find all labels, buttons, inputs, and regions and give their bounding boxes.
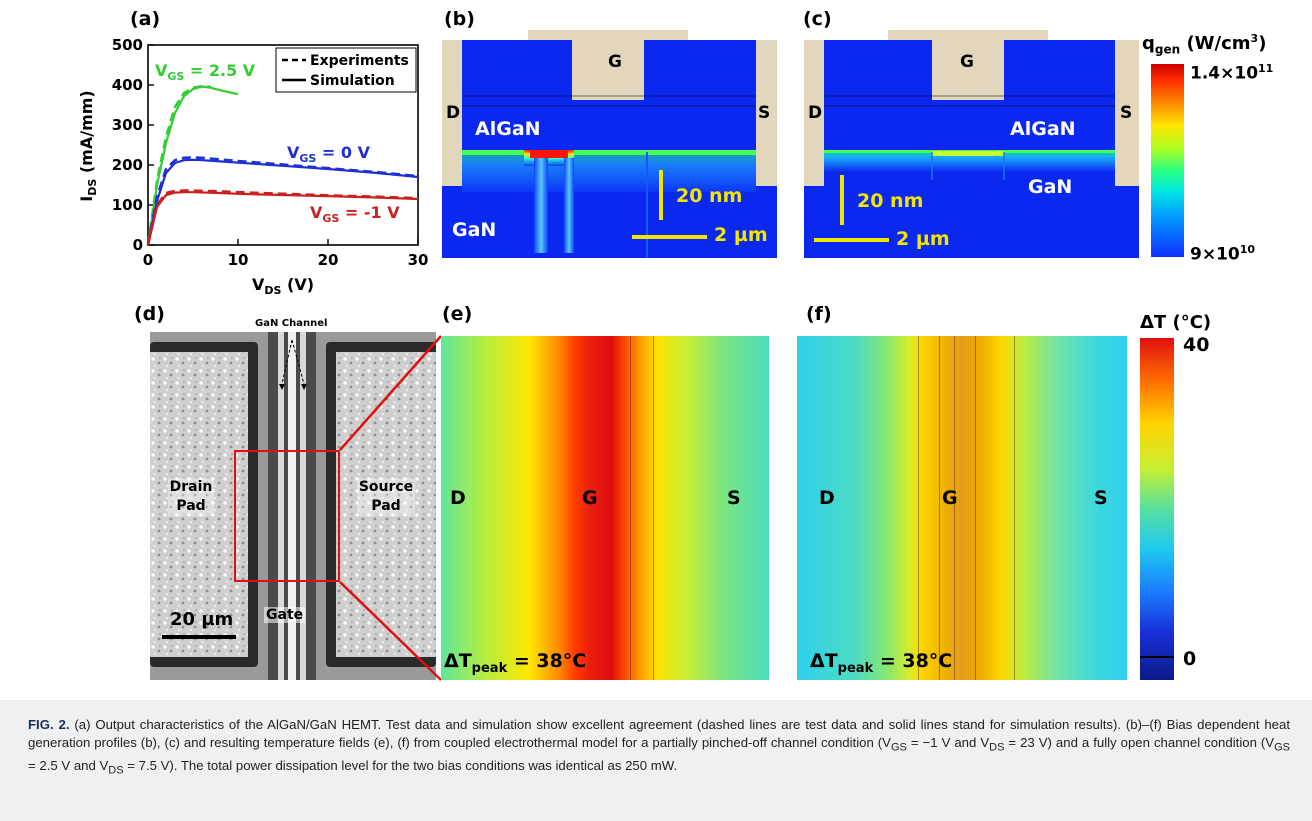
- e-gate-label: G: [582, 487, 598, 509]
- gate-finger: [288, 332, 296, 680]
- y-tick-label: 300: [112, 116, 143, 134]
- x-tick-label: 30: [408, 251, 429, 269]
- micrograph-scale-label: 20 µm: [170, 609, 234, 630]
- legend-box: [275, 47, 417, 93]
- panel-label-b: (b): [444, 8, 475, 30]
- plot-frame: [147, 44, 419, 246]
- f-drain-label: D: [819, 487, 835, 509]
- y-tick-label: 100: [112, 196, 143, 214]
- y-tick-label: 400: [112, 76, 143, 94]
- panel-label-a: (a): [130, 8, 161, 30]
- c-gate-label: G: [960, 52, 974, 72]
- y-tick-label: 500: [112, 36, 143, 54]
- b-horizontal-scale-bar: [632, 235, 707, 239]
- b-gate-label: G: [608, 52, 622, 72]
- series-line-experiments-5: [146, 189, 419, 246]
- gan-channel-label: GaN Channel: [255, 318, 328, 329]
- heat-gen-map-b: [442, 30, 777, 258]
- b-gan-label: GaN: [452, 219, 497, 241]
- zoom-box: [234, 450, 340, 582]
- thermal-map-e: [441, 336, 769, 680]
- panel-label-e: (e): [442, 303, 473, 325]
- label-vgs-m1: VGS = -1 V: [310, 203, 400, 225]
- heat-gen-map-c: [804, 30, 1139, 258]
- e-peak-label: ΔTpeak = 38°C: [444, 650, 587, 676]
- gate-region: [572, 40, 644, 100]
- c-gan-label: GaN: [1028, 176, 1073, 198]
- y-axis-label: IDS (mA/mm): [77, 90, 99, 201]
- b-drain-label: D: [446, 103, 461, 123]
- e-drain-label: D: [450, 487, 466, 509]
- drain-pad-texture: [150, 352, 248, 657]
- f-gate-label: G: [942, 487, 958, 509]
- label-vgs-2p5: VGS = 2.5 V: [155, 61, 256, 83]
- c-horizontal-scale-bar: [814, 238, 889, 242]
- legend-simulation: Simulation: [310, 73, 395, 89]
- c-drain-label: D: [808, 103, 823, 123]
- b-source-label: S: [758, 103, 771, 123]
- y-tick-label: 200: [112, 156, 143, 174]
- c-horizontal-scale-label: 2 µm: [896, 228, 950, 250]
- series-line-simulation-0: [146, 85, 239, 246]
- label-vgs-0: VGS = 0 V: [287, 143, 371, 165]
- x-tick-label: 10: [228, 251, 249, 269]
- c-source-label: S: [1120, 103, 1133, 123]
- b-algan-label: AlGaN: [475, 118, 541, 140]
- gate-region: [932, 40, 1004, 100]
- x-axis-label: VDS (V): [252, 275, 314, 297]
- gate-label: Gate: [264, 607, 306, 623]
- b-vertical-scale-bar: [659, 170, 663, 220]
- series-line-experiments-3: [146, 156, 419, 246]
- y-tick-label: 0: [133, 236, 143, 254]
- qgen-colorbar-title: qgen (W/cm3): [1142, 32, 1267, 57]
- x-tick-label: 0: [143, 251, 153, 269]
- c-vertical-scale-bar: [840, 175, 844, 225]
- panel-label-d: (d): [134, 303, 165, 325]
- b-horizontal-scale-label: 2 µm: [714, 224, 768, 246]
- f-peak-label: ΔTpeak = 38°C: [810, 650, 953, 676]
- e-source-label: S: [727, 487, 741, 509]
- dt-colorbar: [1140, 338, 1174, 680]
- figure-caption: FIG. 2. (a) Output characteristics of th…: [28, 717, 1291, 777]
- b-vertical-scale-label: 20 nm: [676, 185, 743, 207]
- x-tick-label: 20: [318, 251, 339, 269]
- qgen-colorbar: [1151, 64, 1184, 257]
- series-line-experiments-1: [146, 84, 212, 246]
- thermal-map-f: [797, 336, 1127, 680]
- f-source-label: S: [1094, 487, 1108, 509]
- dt-colorbar-title: ΔT (°C): [1140, 312, 1212, 333]
- panel-label-f: (f): [806, 303, 832, 325]
- qgen-max-label: 1.4×1011: [1190, 62, 1274, 84]
- legend-experiments: Experiments: [310, 53, 409, 69]
- c-vertical-scale-label: 20 nm: [857, 190, 924, 212]
- dt-min-label: 0: [1183, 648, 1197, 670]
- qgen-min-label: 9×1010: [1190, 243, 1256, 265]
- c-algan-label: AlGaN: [1010, 118, 1076, 140]
- dt-max-label: 40: [1183, 334, 1210, 356]
- micrograph-scale-bar: [162, 635, 236, 639]
- panel-label-c: (c): [803, 8, 832, 30]
- caption-label: FIG. 2.: [28, 717, 70, 732]
- caption-background: [0, 700, 1312, 821]
